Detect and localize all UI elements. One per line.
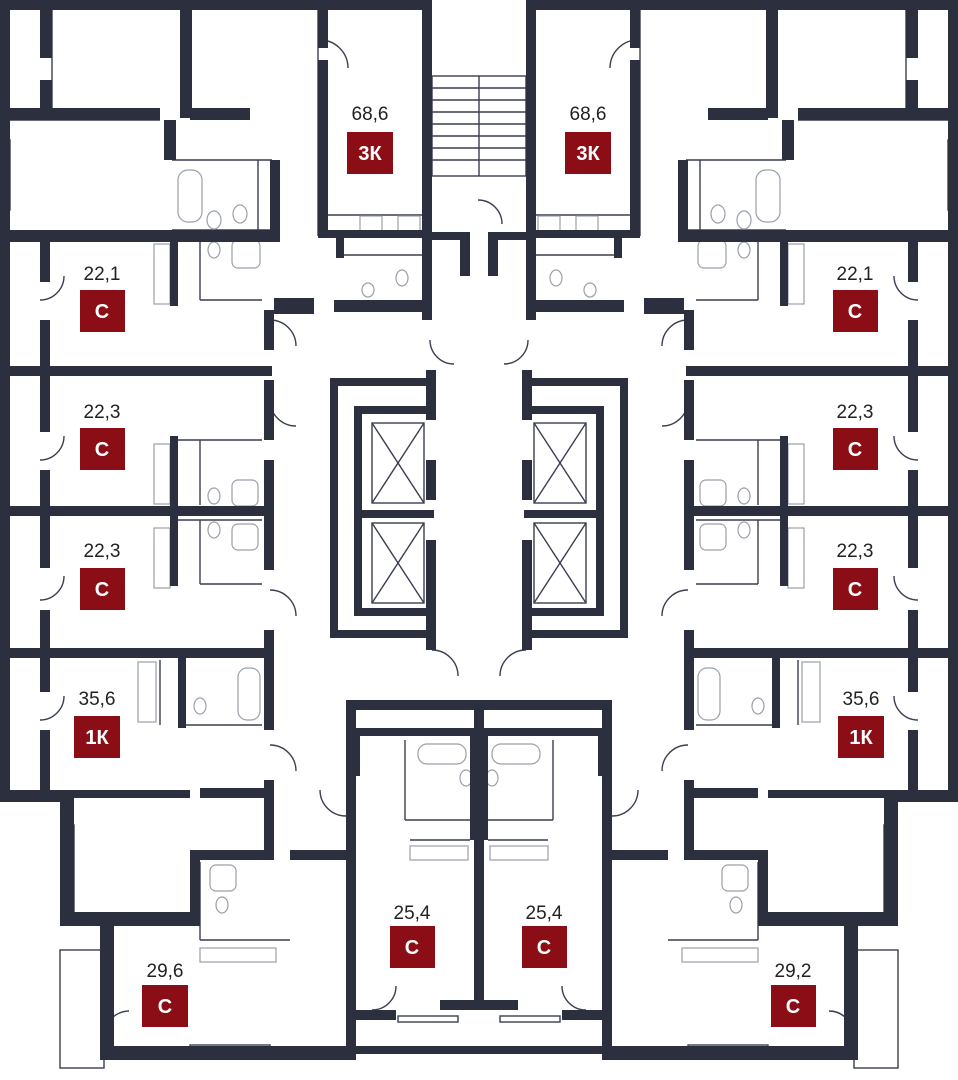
- apartment-area: 22,3: [84, 541, 121, 562]
- apartment-type: С: [158, 996, 172, 1018]
- apartment-bottom-mid-left[interactable]: 25,4 С: [390, 903, 435, 968]
- apartment-type-badge: [833, 568, 878, 610]
- apartment-type: С: [848, 579, 862, 601]
- apartment-left-3[interactable]: 22,3 С: [80, 541, 125, 610]
- apartment-type-badge: [833, 428, 878, 470]
- apartment-type-badge: [142, 985, 188, 1027]
- apartment-area: 35,6: [79, 689, 116, 710]
- apartment-type: С: [95, 301, 109, 323]
- apartment-area: 25,4: [526, 903, 563, 924]
- apartment-left-2[interactable]: 22,3 С: [80, 402, 125, 470]
- apartment-type-badge: [390, 926, 435, 968]
- apartment-area: 68,6: [352, 104, 389, 125]
- apartment-left-1k[interactable]: 35,6 1К: [74, 689, 120, 758]
- apartment-right-1[interactable]: 22,1 С: [833, 264, 878, 332]
- apartment-type-badge: [80, 290, 125, 332]
- apartment-bottom-left[interactable]: 29,6 С: [142, 961, 188, 1027]
- apartment-type-badge: [771, 985, 816, 1027]
- apartment-type: 1К: [85, 727, 109, 749]
- apartment-labels: 68,6 3К 68,6 3К 22,1 С 22,1 С 22,3 С 22,…: [74, 104, 884, 1027]
- apartment-left-1[interactable]: 22,1 С: [80, 264, 125, 332]
- apartment-type: С: [405, 937, 419, 959]
- apartment-type: 1К: [849, 727, 873, 749]
- apartment-area: 35,6: [843, 689, 880, 710]
- apartment-right-2[interactable]: 22,3 С: [833, 402, 878, 470]
- apartment-area: 22,3: [84, 402, 121, 423]
- apartment-type: С: [95, 579, 109, 601]
- apartment-area: 22,3: [837, 541, 874, 562]
- apartment-bottom-mid-right[interactable]: 25,4 С: [522, 903, 567, 968]
- apartment-type: С: [848, 439, 862, 461]
- apartment-type: С: [848, 301, 862, 323]
- apartment-top-left-3k[interactable]: 68,6 3К: [347, 104, 393, 174]
- apartment-type: С: [537, 937, 551, 959]
- apartment-type: 3К: [358, 143, 382, 165]
- apartment-type-badge: [565, 132, 611, 174]
- apartment-right-3[interactable]: 22,3 С: [833, 541, 878, 610]
- apartment-area: 22,1: [84, 264, 121, 285]
- apartment-type-badge: [80, 428, 125, 470]
- apartment-area: 22,3: [837, 402, 874, 423]
- apartment-type-badge: [80, 568, 125, 610]
- apartment-area: 29,2: [775, 961, 812, 982]
- apartment-area: 22,1: [837, 264, 874, 285]
- apartment-area: 25,4: [394, 903, 431, 924]
- apartment-area: 29,6: [147, 961, 184, 982]
- apartment-type-badge: [838, 716, 884, 758]
- apartment-type-badge: [347, 132, 393, 174]
- apartment-right-1k[interactable]: 35,6 1К: [838, 689, 884, 758]
- apartment-type-badge: [833, 290, 878, 332]
- apartment-type-badge: [522, 926, 567, 968]
- apartment-type: С: [95, 439, 109, 461]
- apartment-type: 3К: [576, 143, 600, 165]
- apartment-top-right-3k[interactable]: 68,6 3К: [565, 104, 611, 174]
- apartment-bottom-right[interactable]: 29,2 С: [771, 961, 816, 1027]
- apartment-type: С: [786, 996, 800, 1018]
- apartment-area: 68,6: [570, 104, 607, 125]
- apartment-type-badge: [74, 716, 120, 758]
